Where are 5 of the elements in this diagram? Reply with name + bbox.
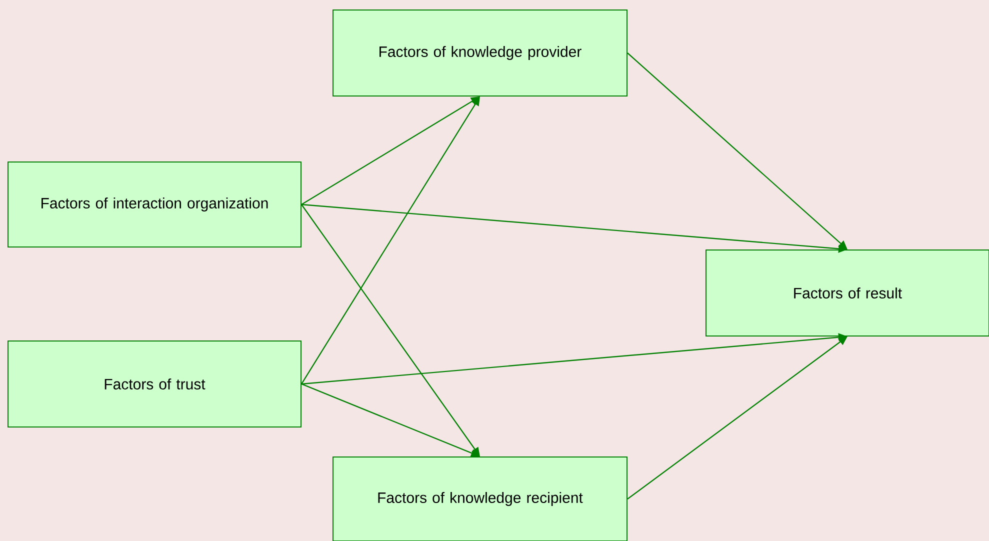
factor-box: Factors of result xyxy=(706,250,989,336)
factor-box: Factors of interaction organization xyxy=(8,162,302,248)
factor-box: Factors of knowledge provider xyxy=(332,10,628,96)
factor-box: Factors of trust xyxy=(8,340,302,428)
factor-box: Factors of knowledge recipient xyxy=(332,456,628,541)
